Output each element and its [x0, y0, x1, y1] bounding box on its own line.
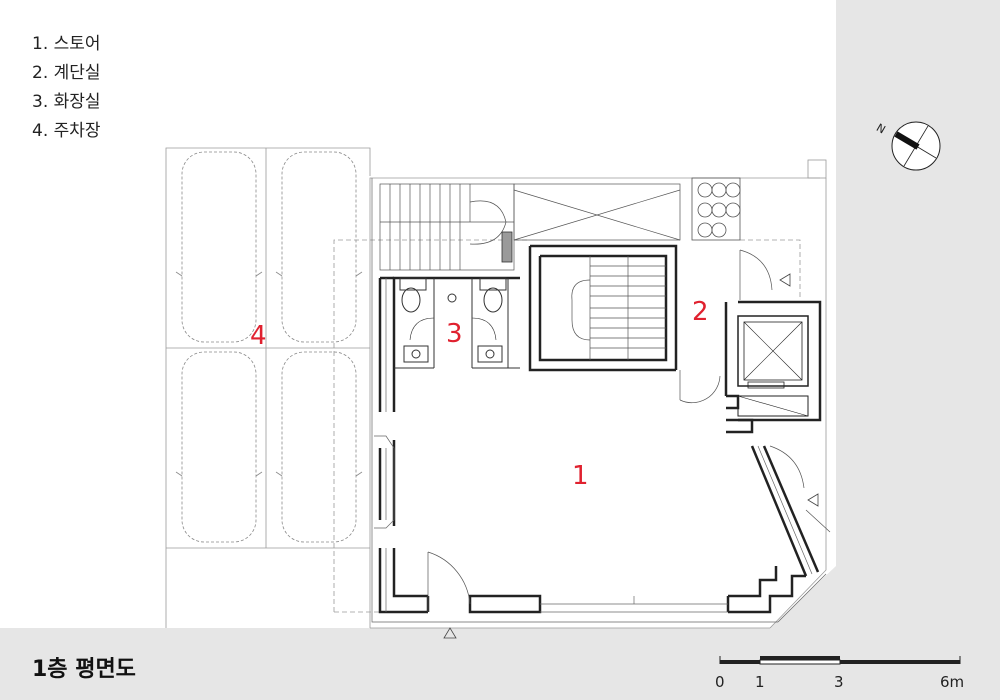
car-mirrors — [175, 271, 363, 477]
scale-tick-label: 1 — [755, 673, 765, 691]
doors — [427, 249, 831, 612]
legend-item: 2. 계단실 — [32, 63, 101, 83]
room-label-store: 1 — [572, 461, 589, 491]
planter — [691, 177, 741, 241]
site-lines — [165, 147, 827, 629]
legend-item: 1. 스토어 — [32, 34, 101, 54]
scale-tick-label: 6m — [940, 673, 965, 691]
interior-stair — [571, 256, 666, 360]
plan-title: 1층 평면도 — [32, 657, 136, 682]
room-label-restroom: 3 — [446, 319, 463, 349]
room-labels: 1 2 3 4 — [250, 297, 709, 491]
exterior-stair-pillar — [501, 231, 513, 263]
canopy-line — [333, 239, 801, 613]
parking-cars — [181, 151, 357, 543]
ground-right — [836, 0, 1000, 700]
window-lines — [371, 178, 827, 623]
legend: 1. 스토어 2. 계단실 3. 화장실 4. 주차장 — [32, 30, 101, 146]
scale-bar — [719, 656, 961, 665]
legend-item: 4. 주차장 — [32, 121, 101, 141]
legend-item: 3. 화장실 — [32, 92, 101, 112]
scale-tick-label: 0 — [715, 673, 725, 691]
toilet-fixtures — [394, 277, 520, 369]
scale-tick-label: 3 — [834, 673, 844, 691]
main-walls — [378, 244, 822, 614]
room-label-stairwell: 2 — [692, 297, 709, 327]
room-label-parking: 4 — [250, 321, 267, 351]
exterior-stair — [379, 183, 681, 271]
ground-bottom — [0, 566, 836, 700]
elevator — [737, 315, 809, 417]
entrance-markers — [443, 273, 819, 639]
